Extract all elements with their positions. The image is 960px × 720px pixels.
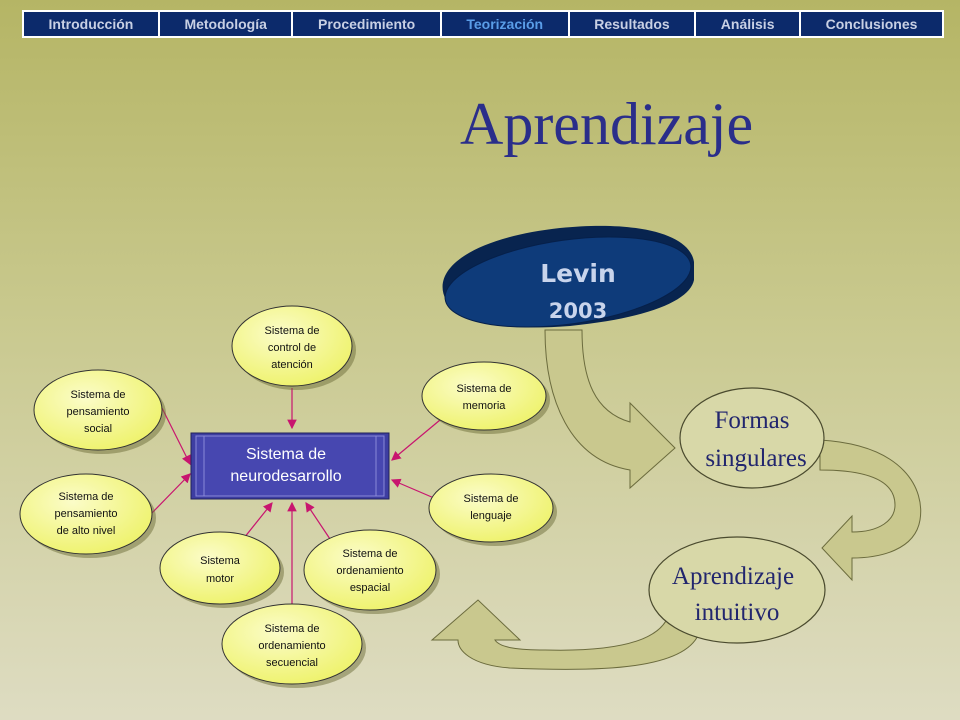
nav-item-teorizacion[interactable]: Teorización xyxy=(442,12,570,36)
nav-item-conclusiones[interactable]: Conclusiones xyxy=(825,16,918,32)
connector-arrows xyxy=(149,388,441,612)
author-badge: Levin 2003 xyxy=(442,225,694,328)
node-atencion-line3: atención xyxy=(271,359,313,371)
author-year: 2003 xyxy=(549,299,607,323)
intuitivo-line1: Aprendizaje xyxy=(672,563,794,590)
formas-line2: singulares xyxy=(705,445,806,472)
node-secuencial-line1: Sistema de xyxy=(264,623,319,635)
node-lenguaje-line2: lenguaje xyxy=(470,510,512,522)
center-box-line1: Sistema de xyxy=(246,446,326,463)
node-lenguaje-line1: Sistema de xyxy=(463,493,518,505)
connector-lenguaje xyxy=(390,478,435,499)
node-espacial-line2: ordenamiento xyxy=(336,565,403,577)
author-name: Levin xyxy=(540,259,616,288)
center-box: Sistema de neurodesarrollo xyxy=(190,432,390,500)
formas-line1: Formas xyxy=(715,407,790,434)
node-secuencial: Sistema de ordenamiento secuencial xyxy=(221,603,366,688)
cycle-arrows xyxy=(430,329,922,670)
node-espacial-line3: espacial xyxy=(350,582,390,594)
node-social-line1: Sistema de xyxy=(70,389,125,401)
nav-item-metodologia[interactable]: Metodología xyxy=(160,12,294,36)
node-motor-line1: Sistema xyxy=(200,555,241,567)
arrow-levin-to-formas xyxy=(544,329,676,490)
nav-item-introduccion[interactable]: Introducción xyxy=(24,12,160,36)
node-atencion: Sistema de control de atención xyxy=(231,305,356,390)
intuitivo-line2: intuitivo xyxy=(695,599,780,626)
nav-item-analisis[interactable]: Análisis xyxy=(696,12,802,36)
connector-social xyxy=(161,407,191,466)
node-alto-nivel-line3: de alto nivel xyxy=(57,525,116,537)
nav-item-resultados[interactable]: Resultados xyxy=(570,12,697,36)
center-box-line2: neurodesarrollo xyxy=(230,468,341,485)
node-alto-nivel-line2: pensamiento xyxy=(55,508,118,520)
page-title: Aprendizaje xyxy=(460,91,754,157)
node-alto-nivel: Sistema de pensamiento de alto nivel xyxy=(19,473,156,558)
connector-memoria xyxy=(391,419,441,461)
cycle-node-formas: Formas singulares xyxy=(679,387,825,489)
node-espacial: Sistema de ordenamiento espacial xyxy=(303,529,440,614)
node-social-line2: pensamiento xyxy=(67,406,130,418)
cycle-node-intuitivo: Aprendizaje intuitivo xyxy=(648,536,826,644)
top-navigation: Introducción Metodología Procedimiento T… xyxy=(22,10,944,38)
node-social: Sistema de pensamiento social xyxy=(33,369,166,454)
node-espacial-line1: Sistema de xyxy=(342,548,397,560)
node-memoria-line2: memoria xyxy=(463,400,507,412)
node-memoria-line1: Sistema de xyxy=(456,383,511,395)
node-secuencial-line2: ordenamiento xyxy=(258,640,325,652)
node-secuencial-line3: secuencial xyxy=(266,657,318,669)
node-alto-nivel-line1: Sistema de xyxy=(58,491,113,503)
node-atencion-line2: control de xyxy=(268,342,316,354)
node-lenguaje: Sistema de lenguaje xyxy=(428,473,557,546)
node-social-line3: social xyxy=(84,423,112,435)
nav-item-procedimiento[interactable]: Procedimiento xyxy=(293,12,442,36)
node-motor-line2: motor xyxy=(206,573,234,585)
node-motor: Sistema motor xyxy=(159,531,284,608)
connector-alto-nivel xyxy=(149,473,191,516)
arrow-intuitivo-to-diagram xyxy=(430,599,701,670)
node-memoria: Sistema de memoria xyxy=(421,361,550,434)
node-atencion-line1: Sistema de xyxy=(264,325,319,337)
arrow-formas-to-intuitivo xyxy=(819,439,922,582)
